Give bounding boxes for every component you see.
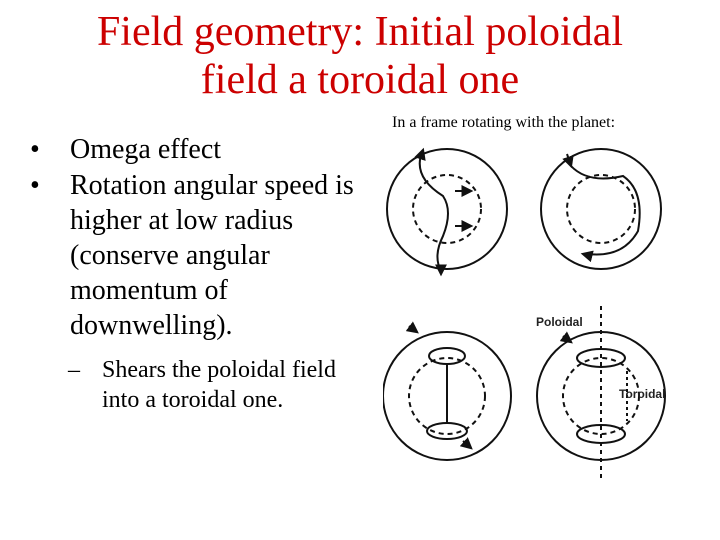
- inner-core-dashed: [566, 174, 636, 244]
- poloidal-label: Poloidal: [536, 315, 583, 329]
- bullet-item: • Rotation angular speed is higher at lo…: [30, 168, 370, 343]
- bullet-text: Rotation angular speed is higher at low …: [70, 170, 354, 341]
- panel-bottom-left: [383, 321, 512, 461]
- bullet-marker: •: [30, 134, 40, 165]
- bullet-text: Omega effect: [70, 134, 222, 165]
- sub-bullet-item: – Shears the poloidal field into a toroi…: [68, 355, 370, 415]
- dynamo-figure: Poloidal Toroidal: [383, 136, 673, 484]
- sub-bullet-text: Shears the poloidal field into a toroida…: [102, 357, 336, 413]
- slide-title: Field geometry: Initial poloidal field a…: [0, 8, 720, 104]
- inner-core-dashed: [408, 357, 486, 435]
- arrow: [459, 437, 473, 450]
- bullet-item: • Omega effect: [30, 132, 370, 167]
- arrow: [580, 250, 594, 263]
- panel-top-left: [386, 147, 508, 277]
- title-line-2: field a toroidal one: [200, 57, 520, 103]
- arrow: [405, 321, 419, 334]
- arrow: [559, 331, 573, 344]
- arrow: [414, 147, 426, 162]
- toroidal-loop: [428, 347, 466, 365]
- outer-sphere: [383, 331, 512, 461]
- field-line: [570, 165, 641, 256]
- outer-sphere: [386, 148, 508, 270]
- sub-bullet-marker: –: [68, 357, 80, 383]
- figure-caption: In a frame rotating with the planet:: [392, 114, 616, 131]
- inner-core-dashed: [562, 357, 640, 435]
- inner-core-dashed: [412, 174, 482, 244]
- panel-top-right: [540, 148, 662, 270]
- toroidal-label: Toroidal: [619, 387, 665, 401]
- field-line: [418, 149, 449, 272]
- arrow: [562, 153, 574, 169]
- outer-sphere: [540, 148, 662, 270]
- bullet-list: • Omega effect • Rotation angular speed …: [30, 132, 370, 415]
- bullet-marker: •: [30, 170, 40, 201]
- title-line-1: Field geometry: Initial poloidal: [96, 9, 624, 55]
- panel-bottom-right: [536, 306, 666, 481]
- field-geometry-diagram: Poloidal Toroidal: [383, 147, 666, 481]
